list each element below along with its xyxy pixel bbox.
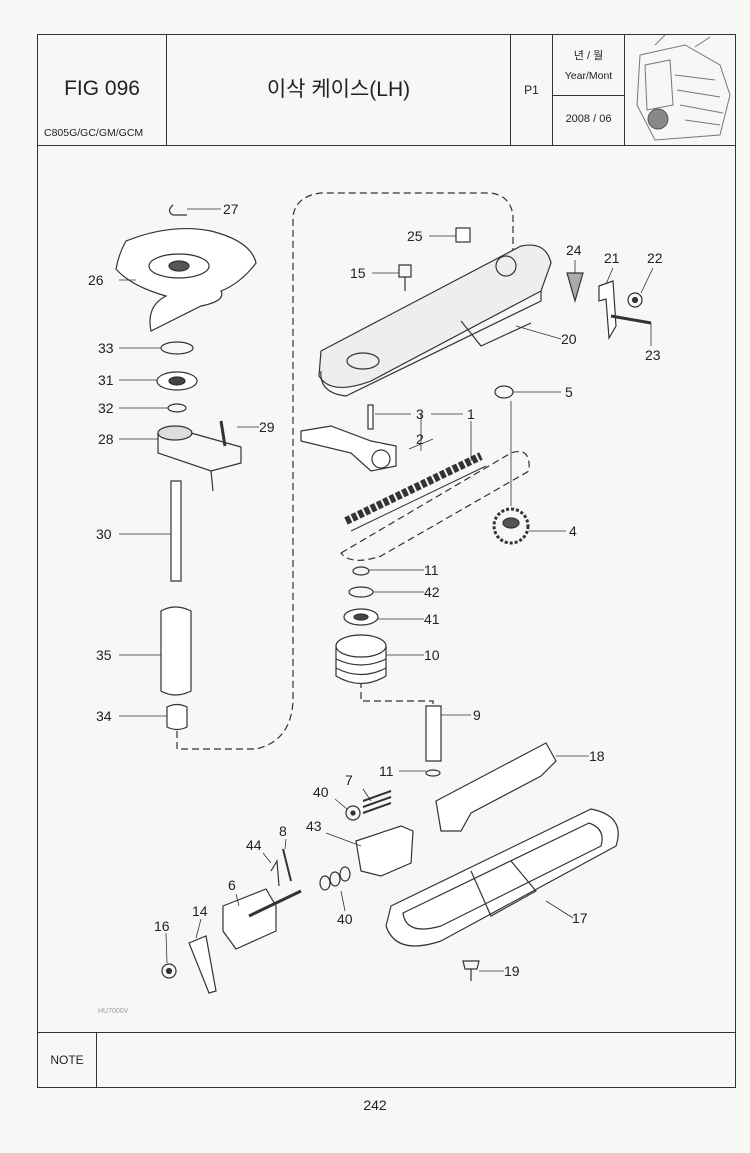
part-callout: 31 (98, 372, 114, 388)
machine-thumbnail-icon (625, 34, 735, 145)
part-callout: 17 (572, 910, 588, 926)
part-callout: 11 (424, 562, 439, 578)
part-callout: 19 (504, 963, 520, 979)
part-callout: 40 (337, 911, 353, 927)
page-code: P1 (511, 35, 553, 145)
note-label: NOTE (38, 1033, 97, 1087)
part-callout: 26 (88, 272, 104, 288)
part-callout: 32 (98, 400, 114, 416)
part-callout: 25 (407, 228, 423, 244)
part-callout: 21 (604, 250, 620, 266)
part-callout: 34 (96, 708, 112, 724)
part-callout: 40 (313, 784, 329, 800)
part-callout: 15 (350, 265, 366, 281)
part-callout: 35 (96, 647, 112, 663)
drawing-code: HU7000V (98, 1008, 129, 1015)
fig-number: FIG 096 (64, 77, 140, 100)
part-callout: 22 (647, 250, 663, 266)
part-callout: 41 (424, 611, 440, 627)
part-callout: 27 (223, 201, 239, 217)
part-callout: 4 (569, 523, 577, 539)
part-callout: 2 (416, 431, 424, 447)
part-callout: 23 (645, 347, 661, 363)
page-title: 이삭 케이스(LH) (167, 35, 511, 145)
part-callout: 30 (96, 526, 112, 542)
part-callout: 33 (98, 340, 114, 356)
date-label-ko: 년 / 월 (573, 50, 604, 62)
part-callout: 7 (345, 772, 353, 788)
part-callout: 18 (589, 748, 605, 764)
part-callout: 5 (565, 384, 573, 400)
part-callout: 8 (279, 823, 287, 839)
date-cell: 년 / 월 Year/Mont 2008 / 06 (553, 35, 625, 145)
fig-cell: FIG 096 C805G/GC/GM/GCM (38, 35, 167, 145)
part-callout: 43 (306, 818, 322, 834)
date-value: 2008 / 06 (565, 113, 612, 125)
part-callout: 9 (473, 707, 481, 723)
date-label-en: Year/Mont (564, 70, 613, 82)
page-frame: FIG 096 C805G/GC/GM/GCM 이삭 케이스(LH) P1 년 … (37, 34, 736, 1088)
part-callout: 24 (566, 242, 582, 258)
part-callout: 29 (259, 419, 275, 435)
page-number: 242 (363, 1097, 387, 1113)
part-callout: 3 (416, 406, 424, 422)
part-callout: 14 (192, 903, 208, 919)
part-callout: 6 (228, 877, 236, 893)
part-callout: 42 (424, 584, 440, 600)
part-callout: 28 (98, 431, 114, 447)
part-callout: 11 (379, 763, 394, 779)
title-block: FIG 096 C805G/GC/GM/GCM 이삭 케이스(LH) P1 년 … (38, 34, 735, 146)
part-callout: 10 (424, 647, 440, 663)
part-callout: 16 (154, 918, 170, 934)
part-callout: 20 (561, 331, 577, 347)
model-list: C805G/GC/GM/GCM (44, 127, 144, 139)
part-callout: 1 (467, 406, 475, 422)
part-callout: 44 (246, 837, 262, 853)
